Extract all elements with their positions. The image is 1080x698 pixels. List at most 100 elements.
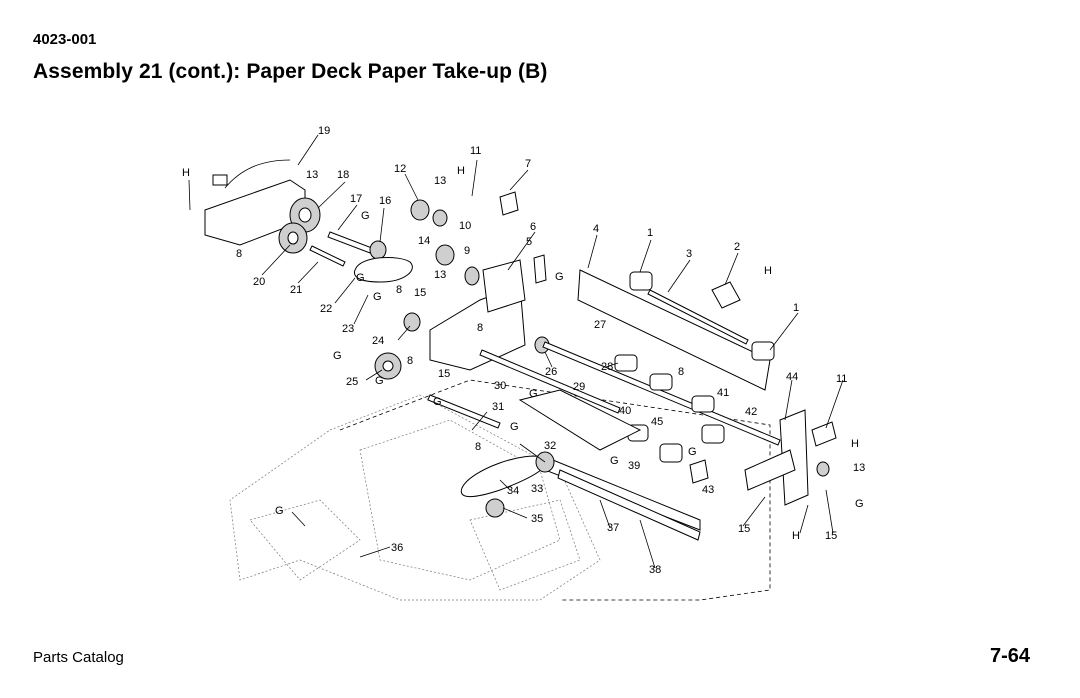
callout-h: H [182, 167, 190, 179]
roller-29 [649, 373, 673, 391]
callout-g: G [333, 350, 342, 362]
callout-13: 13 [434, 175, 446, 187]
bracket-11-right [811, 421, 837, 447]
roller-41 [691, 395, 715, 413]
callout-10: 10 [459, 220, 471, 232]
gear-25 [374, 352, 402, 380]
callout-g: G [275, 505, 284, 517]
gear-13-right [816, 461, 830, 477]
callout-8: 8 [678, 366, 684, 378]
callout-g: G [855, 498, 864, 510]
callout-29: 29 [573, 381, 585, 393]
callout-15: 15 [738, 523, 750, 535]
callout-17: 17 [350, 193, 362, 205]
callout-40: 40 [619, 405, 631, 417]
callout-30: 30 [494, 380, 506, 392]
guide-38 [557, 469, 701, 541]
callout-25: 25 [346, 376, 358, 388]
leader-lines [188, 134, 844, 569]
side-plate-44 [744, 409, 809, 506]
shaft-30 [479, 349, 621, 414]
shaft-17 [327, 231, 373, 254]
roller-1b [751, 341, 775, 361]
callout-8: 8 [475, 441, 481, 453]
callout-32: 32 [544, 440, 556, 452]
callout-23: 23 [342, 323, 354, 335]
shaft-3 [647, 289, 749, 345]
callout-g: G [375, 375, 384, 387]
callout-7: 7 [525, 158, 531, 170]
callout-h: H [457, 165, 465, 177]
page-title: Assembly 21 (cont.): Paper Deck Paper Ta… [33, 60, 548, 83]
gear-35 [485, 498, 505, 518]
footer-catalog-label: Parts Catalog [33, 649, 124, 666]
callout-g: G [688, 446, 697, 458]
callout-22: 22 [320, 303, 332, 315]
roller-1a [629, 271, 653, 291]
callout-g: G [529, 388, 538, 400]
callout-45: 45 [651, 416, 663, 428]
callout-14: 14 [418, 235, 430, 247]
callout-33: 33 [531, 483, 543, 495]
callout-g: G [555, 271, 564, 283]
bracket-43 [689, 459, 709, 484]
bracket-5 [533, 254, 547, 284]
guide-37 [518, 389, 701, 531]
callout-5: 5 [526, 236, 532, 248]
callout-15: 15 [825, 530, 837, 542]
gear-14 [435, 244, 455, 266]
callout-38: 38 [649, 564, 661, 576]
belt-22 [353, 257, 413, 283]
bracket-7 [499, 191, 519, 216]
callout-3: 3 [686, 248, 692, 260]
callout-44: 44 [786, 371, 798, 383]
document-code: 4023-001 [33, 31, 97, 48]
callout-37: 37 [607, 522, 619, 534]
callout-g: G [361, 210, 370, 222]
callout-13: 13 [306, 169, 318, 181]
callout-g: G [510, 421, 519, 433]
callout-20: 20 [253, 276, 265, 288]
callout-42: 42 [745, 406, 757, 418]
callout-19: 19 [318, 125, 330, 137]
guide-plate-4 [577, 269, 771, 391]
gear-16 [369, 240, 387, 260]
callout-12: 12 [394, 163, 406, 175]
callout-8: 8 [236, 248, 242, 260]
callout-24: 24 [372, 335, 384, 347]
callout-h: H [792, 530, 800, 542]
gear-10 [432, 209, 448, 227]
gear-20 [278, 222, 308, 254]
roller-45 [659, 443, 683, 463]
deck-frame-outline [229, 379, 771, 601]
callout-1: 1 [793, 302, 799, 314]
callout-34: 34 [507, 485, 519, 497]
callout-11: 11 [470, 145, 481, 157]
callout-h: H [851, 438, 859, 450]
callout-36: 36 [391, 542, 403, 554]
callout-43: 43 [702, 484, 714, 496]
gear-24 [403, 312, 421, 332]
bracket-assembly-19 [204, 159, 306, 246]
callout-g: G [610, 455, 619, 467]
callout-8: 8 [396, 284, 402, 296]
callout-26: 26 [545, 366, 557, 378]
callout-h: H [764, 265, 772, 277]
callout-27: 27 [594, 319, 606, 331]
gear-12 [410, 199, 430, 221]
callout-8: 8 [407, 355, 413, 367]
callout-15: 15 [414, 287, 426, 299]
callout-6: 6 [530, 221, 536, 233]
roller-42 [701, 424, 725, 444]
callout-16: 16 [379, 195, 391, 207]
callout-18: 18 [337, 169, 349, 181]
callout-41: 41 [717, 387, 729, 399]
callout-g: G [433, 396, 442, 408]
callout-2: 2 [734, 241, 740, 253]
callout-13: 13 [434, 269, 446, 281]
shaft-31 [427, 394, 501, 429]
callout-13: 13 [853, 462, 865, 474]
callout-21: 21 [290, 284, 302, 296]
callout-11: 11 [836, 373, 847, 385]
